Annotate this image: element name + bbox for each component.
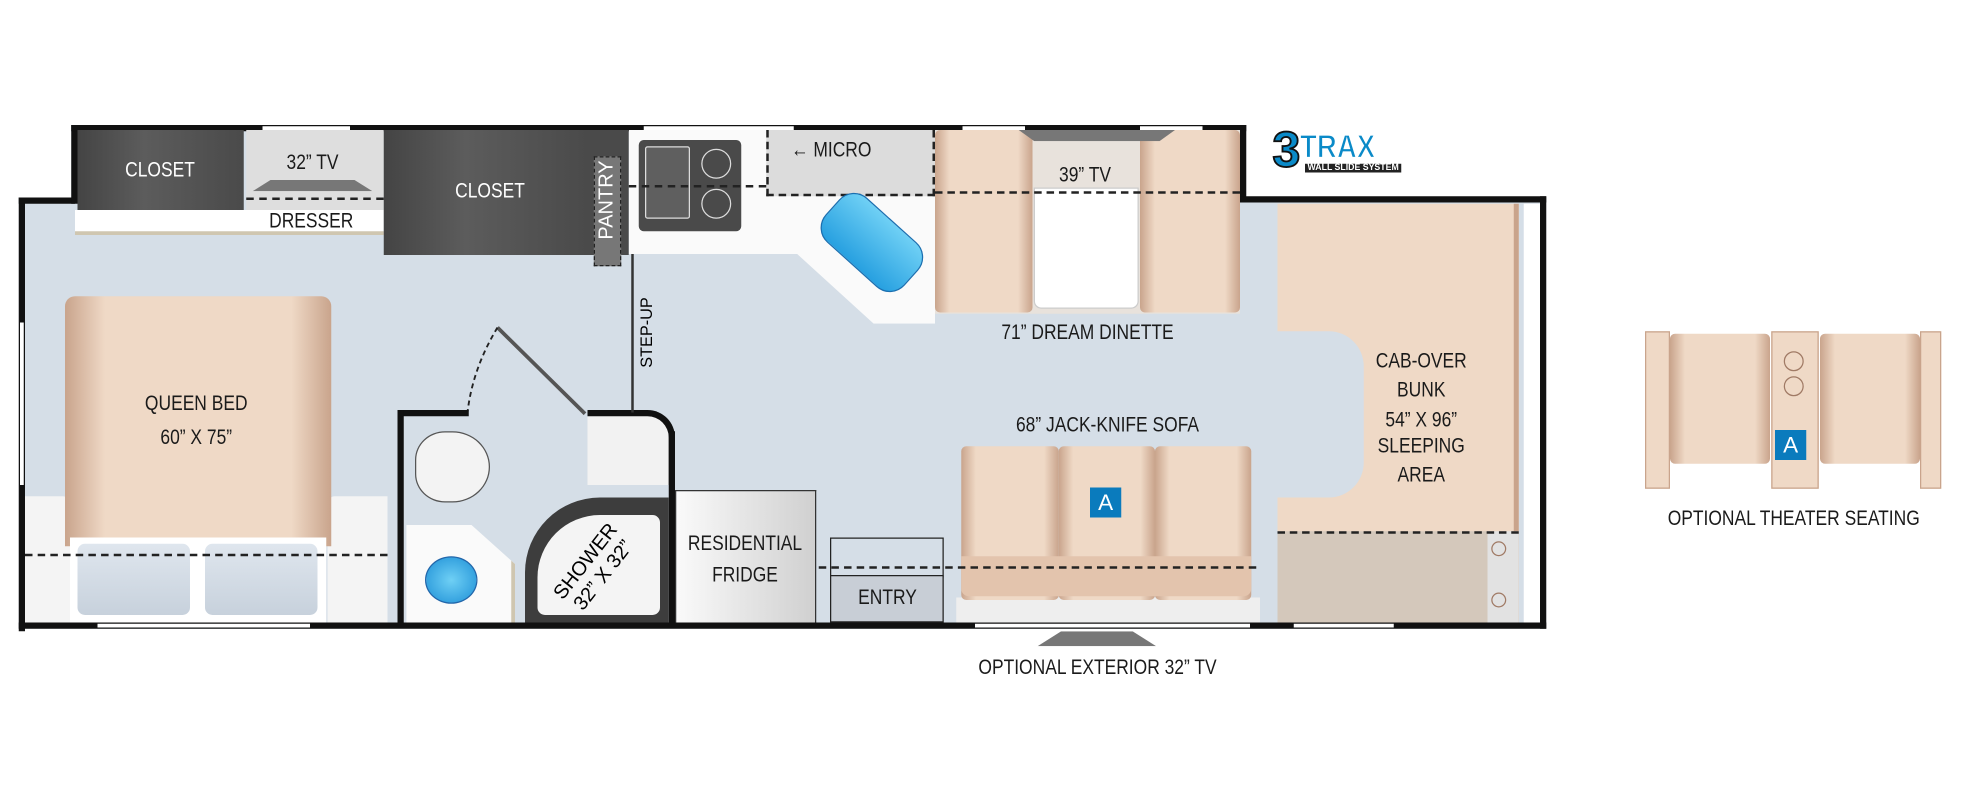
cab-white-strip [1523,203,1540,623]
cup-holder-icon [1783,376,1804,397]
theater-arm [1645,331,1670,489]
arrow-left-icon: ← [791,137,814,162]
wall-top-rear [18,197,75,204]
tv-cabinet [246,130,384,210]
bath-wall-left [397,410,404,625]
sofa-base [956,597,1260,623]
slide-line [25,553,388,557]
window [97,623,310,628]
burner-icon [701,188,732,219]
logo-tagline: WALL SLIDE SYSTEM [1305,163,1402,173]
window [1140,126,1203,130]
bunk-label-3: SLEEPING [1377,433,1465,458]
theater-seating-label: OPTIONAL THEATER SEATING [1667,506,1920,530]
dinette-seat-left[interactable] [935,130,1033,313]
bath-wall-right [668,431,675,625]
window [643,126,794,130]
queen-bed-size: 60” X 75” [160,425,233,449]
slide-line [628,185,767,188]
logo-number: 3 [1272,122,1302,178]
cup-holder-icon [1783,351,1804,372]
dresser-label: DRESSER [269,208,354,233]
closet-right-label: CLOSET [455,178,525,203]
cup-holder-icon [1491,541,1507,557]
entry-door[interactable] [830,575,944,623]
queen-bed[interactable] [65,296,332,547]
closet-left [77,130,244,210]
theater-seating: A [1645,331,1942,489]
exterior-tv [1037,631,1157,647]
window [962,126,1025,130]
slide-line [818,566,1257,569]
sofa-badge: A [1090,487,1122,518]
residential-fridge [675,490,817,623]
sofa-label: 68” JACK-KNIFE SOFA [1015,412,1200,437]
entry-label: ENTRY [858,585,917,609]
dresser [75,210,384,235]
bunk-cutout [1270,331,1364,498]
bunk-size: 54” X 96” [1385,407,1458,432]
queen-bed-label: QUEEN BED [144,391,248,415]
oven-window [645,146,690,219]
wall-bottom [18,622,1547,629]
bunk-label-4: AREA [1397,462,1445,487]
door [496,326,587,416]
window [1293,623,1394,628]
theater-arm [1920,331,1942,489]
window [975,623,1250,628]
sofa-front [961,556,1252,597]
bath-cabinet [587,410,675,485]
toilet [415,431,490,503]
dinette-seat-right[interactable] [1140,130,1240,313]
cup-holder-icon [1491,592,1507,608]
pantry-label: PANTRY [596,160,618,240]
theater-seat-left [1670,333,1770,464]
bath-sink [425,556,478,604]
door-arc [466,327,499,413]
window [262,126,350,130]
theater-seat-right [1820,333,1920,464]
dinette-label: 71” DREAM DINETTE [1001,320,1174,344]
nightstand-left [25,496,70,623]
exterior-tv-label: OPTIONAL EXTERIOR 32” TV [978,655,1217,679]
wall-right [1540,196,1547,629]
step-up-label: STEP-UP [636,297,656,368]
logo-word: TRAX [1299,127,1376,165]
dresser-line [246,197,384,200]
step-up-line [631,250,634,413]
micro-label: ← MICRO [791,138,871,163]
slide-line [935,191,1240,194]
micro-text: MICRO [813,137,872,162]
closet-left-label: CLOSET [125,157,195,182]
entry-step [830,537,944,578]
fridge-label-2: FRIDGE [712,562,778,587]
closet-right [383,130,588,255]
dinette-table[interactable] [1033,187,1139,309]
theater-badge: A [1775,430,1807,460]
nightstand-right [327,496,388,623]
cab-seating-area [1277,531,1490,623]
dinette-tv-label: 39” TV [1059,162,1111,187]
slide-wall-right [1240,125,1247,203]
pantry-door [593,156,622,267]
slide-wall-left [71,125,78,204]
microwave-outline [766,130,935,197]
slide-line [1277,531,1519,534]
bathroom-door-swing [466,326,587,416]
bunk-label-1: CAB-OVER [1375,348,1467,373]
burner-icon [701,148,732,179]
dinette-tv [1018,130,1175,142]
window [20,322,24,485]
bedroom-tv-label: 32” TV [286,150,339,174]
bath-wall-top [400,410,469,417]
bedroom-tv [252,180,373,192]
wall-top-cab [1240,196,1547,203]
3trax-logo: 3 TRAX WALL SLIDE SYSTEM [1272,122,1402,178]
shower-pan [537,515,660,615]
fridge-label-1: RESIDENTIAL [687,531,803,555]
bunk-label-2: BUNK [1397,377,1446,402]
